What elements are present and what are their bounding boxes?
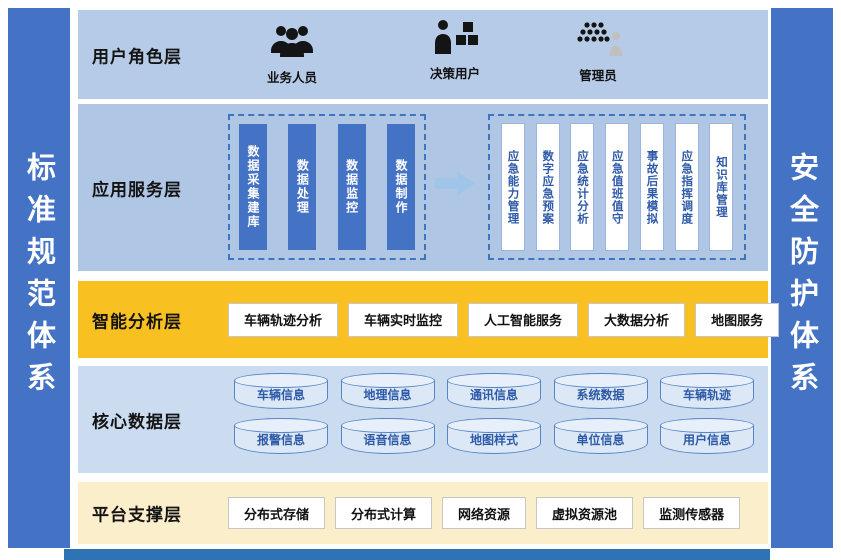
emergency-app: 应急值班值守 — [605, 123, 629, 251]
database-cylinder: 地图样式 — [447, 418, 541, 454]
bottom-bar — [64, 549, 770, 560]
platform-resource: 分布式存储 — [228, 497, 326, 529]
database-cylinder: 用户信息 — [660, 418, 754, 454]
database-label: 语音信息 — [363, 433, 412, 447]
analysis-service: 车辆轨迹分析 — [228, 302, 339, 337]
database-cylinder: 报警信息 — [234, 418, 328, 454]
database-label: 通讯信息 — [469, 388, 518, 402]
user-role-layer: 用户角色层 业务人员 — [78, 10, 768, 99]
platform-layer: 平台支撑层 分布式存储 分布式计算 网络资源 虚拟资源池 监测传感器 — [78, 482, 768, 544]
analysis-service: 地图服务 — [695, 302, 780, 337]
database-label: 单位信息 — [576, 433, 625, 447]
platform-resource: 分布式计算 — [335, 497, 433, 529]
role-decision-user: 决策用户 — [390, 18, 520, 82]
app-service-layer-label: 应用服务层 — [92, 180, 182, 200]
core-data-layer: 核心数据层 车辆信息 地理信息 通讯信息 系统数据 车辆轨迹 报警信息 语音信息… — [78, 366, 768, 473]
emergency-app: 知识库管理 — [709, 123, 734, 251]
database-label: 报警信息 — [256, 433, 305, 447]
platform-resource: 监测传感器 — [643, 497, 741, 529]
role-business-users: 业务人员 — [227, 22, 357, 86]
emergency-app: 应急能力管理 — [500, 123, 525, 251]
database-cylinder: 系统数据 — [553, 373, 648, 409]
emergency-app-label: 应急值班值守 — [610, 149, 625, 225]
analysis-layer-label: 智能分析层 — [92, 312, 182, 332]
pipeline-item-label: 数据制作 — [393, 159, 408, 215]
database-label: 用户信息 — [682, 433, 731, 447]
right-pillar: 安全防护体系 — [771, 8, 833, 548]
platform-layer-label: 平台支撑层 — [92, 505, 182, 526]
role-admin: 管理员 — [533, 20, 663, 84]
emergency-app-label: 应急能力管理 — [506, 149, 521, 225]
pipeline-item: 数据监控 — [337, 124, 366, 250]
emergency-app: 应急指挥调度 — [674, 123, 699, 251]
analysis-services-row: 车辆轨迹分析 车辆实时监控 人工智能服务 大数据分析 地图服务 — [228, 302, 780, 337]
core-data-layer-label: 核心数据层 — [92, 412, 182, 432]
database-cylinder: 单位信息 — [553, 418, 648, 454]
analysis-layer: 智能分析层 车辆轨迹分析 车辆实时监控 人工智能服务 大数据分析 地图服务 — [78, 281, 780, 358]
database-cylinder: 地理信息 — [340, 373, 435, 409]
database-cylinder: 通讯信息 — [447, 373, 541, 409]
platform-resources-row: 分布式存储 分布式计算 网络资源 虚拟资源池 监测传感器 — [228, 497, 741, 529]
right-arrow-icon — [435, 171, 475, 196]
database-label: 车辆轨迹 — [682, 388, 731, 402]
business-users-icon — [269, 22, 315, 60]
pipeline-item: 数据采集建库 — [239, 124, 267, 250]
platform-resource: 虚拟资源池 — [536, 497, 634, 529]
emergency-app-label: 知识库管理 — [715, 155, 729, 219]
role-label: 决策用户 — [429, 66, 480, 81]
data-pipeline-group: 数据采集建库 数据处理 数据监控 数据制作 — [228, 114, 426, 260]
database-cylinder: 车辆轨迹 — [660, 373, 754, 409]
role-label: 业务人员 — [266, 70, 317, 85]
app-service-layer: 应用服务层 数据采集建库 数据处理 数据监控 数据制作 应急能力管理 数字应急预… — [78, 104, 768, 271]
emergency-app-label: 应急统计分析 — [576, 149, 590, 225]
database-label: 地理信息 — [363, 388, 412, 402]
user-role-layer-label: 用户角色层 — [92, 47, 182, 67]
admin-crowd-icon — [573, 20, 623, 58]
database-cylinder: 语音信息 — [340, 418, 435, 454]
pipeline-item: 数据处理 — [288, 124, 317, 250]
emergency-app: 应急统计分析 — [570, 123, 595, 251]
left-pillar: 标准规范体系 — [8, 8, 70, 548]
database-label: 车辆信息 — [256, 388, 305, 402]
analysis-service: 车辆实时监控 — [348, 302, 459, 337]
pipeline-item-label: 数据处理 — [295, 159, 310, 215]
database-label: 系统数据 — [576, 388, 625, 402]
emergency-app: 数字应急预案 — [535, 123, 560, 251]
pipeline-item-label: 数据监控 — [344, 159, 359, 215]
right-pillar-label: 安全防护体系 — [785, 152, 820, 404]
left-pillar-label: 标准规范体系 — [22, 152, 57, 404]
pipeline-item: 数据制作 — [386, 124, 415, 250]
analysis-service: 人工智能服务 — [468, 302, 579, 337]
database-label: 地图样式 — [469, 433, 518, 447]
emergency-app-label: 事故后果模拟 — [645, 149, 660, 225]
analysis-service: 大数据分析 — [588, 302, 686, 337]
emergency-apps-group: 应急能力管理 数字应急预案 应急统计分析 应急值班值守 事故后果模拟 应急指挥调… — [488, 114, 746, 260]
role-label: 管理员 — [579, 68, 617, 83]
database-cylinder: 车辆信息 — [234, 373, 328, 409]
platform-resource: 网络资源 — [442, 497, 527, 529]
emergency-app-label: 应急指挥调度 — [680, 149, 695, 225]
pipeline-item-label: 数据采集建库 — [246, 145, 260, 229]
emergency-app: 事故后果模拟 — [639, 123, 664, 251]
emergency-app-label: 数字应急预案 — [541, 149, 556, 225]
data-row-1: 车辆信息 地理信息 通讯信息 系统数据 车辆轨迹 — [234, 373, 754, 409]
data-row-2: 报警信息 语音信息 地图样式 单位信息 用户信息 — [234, 418, 754, 454]
decision-user-icon — [432, 18, 478, 56]
